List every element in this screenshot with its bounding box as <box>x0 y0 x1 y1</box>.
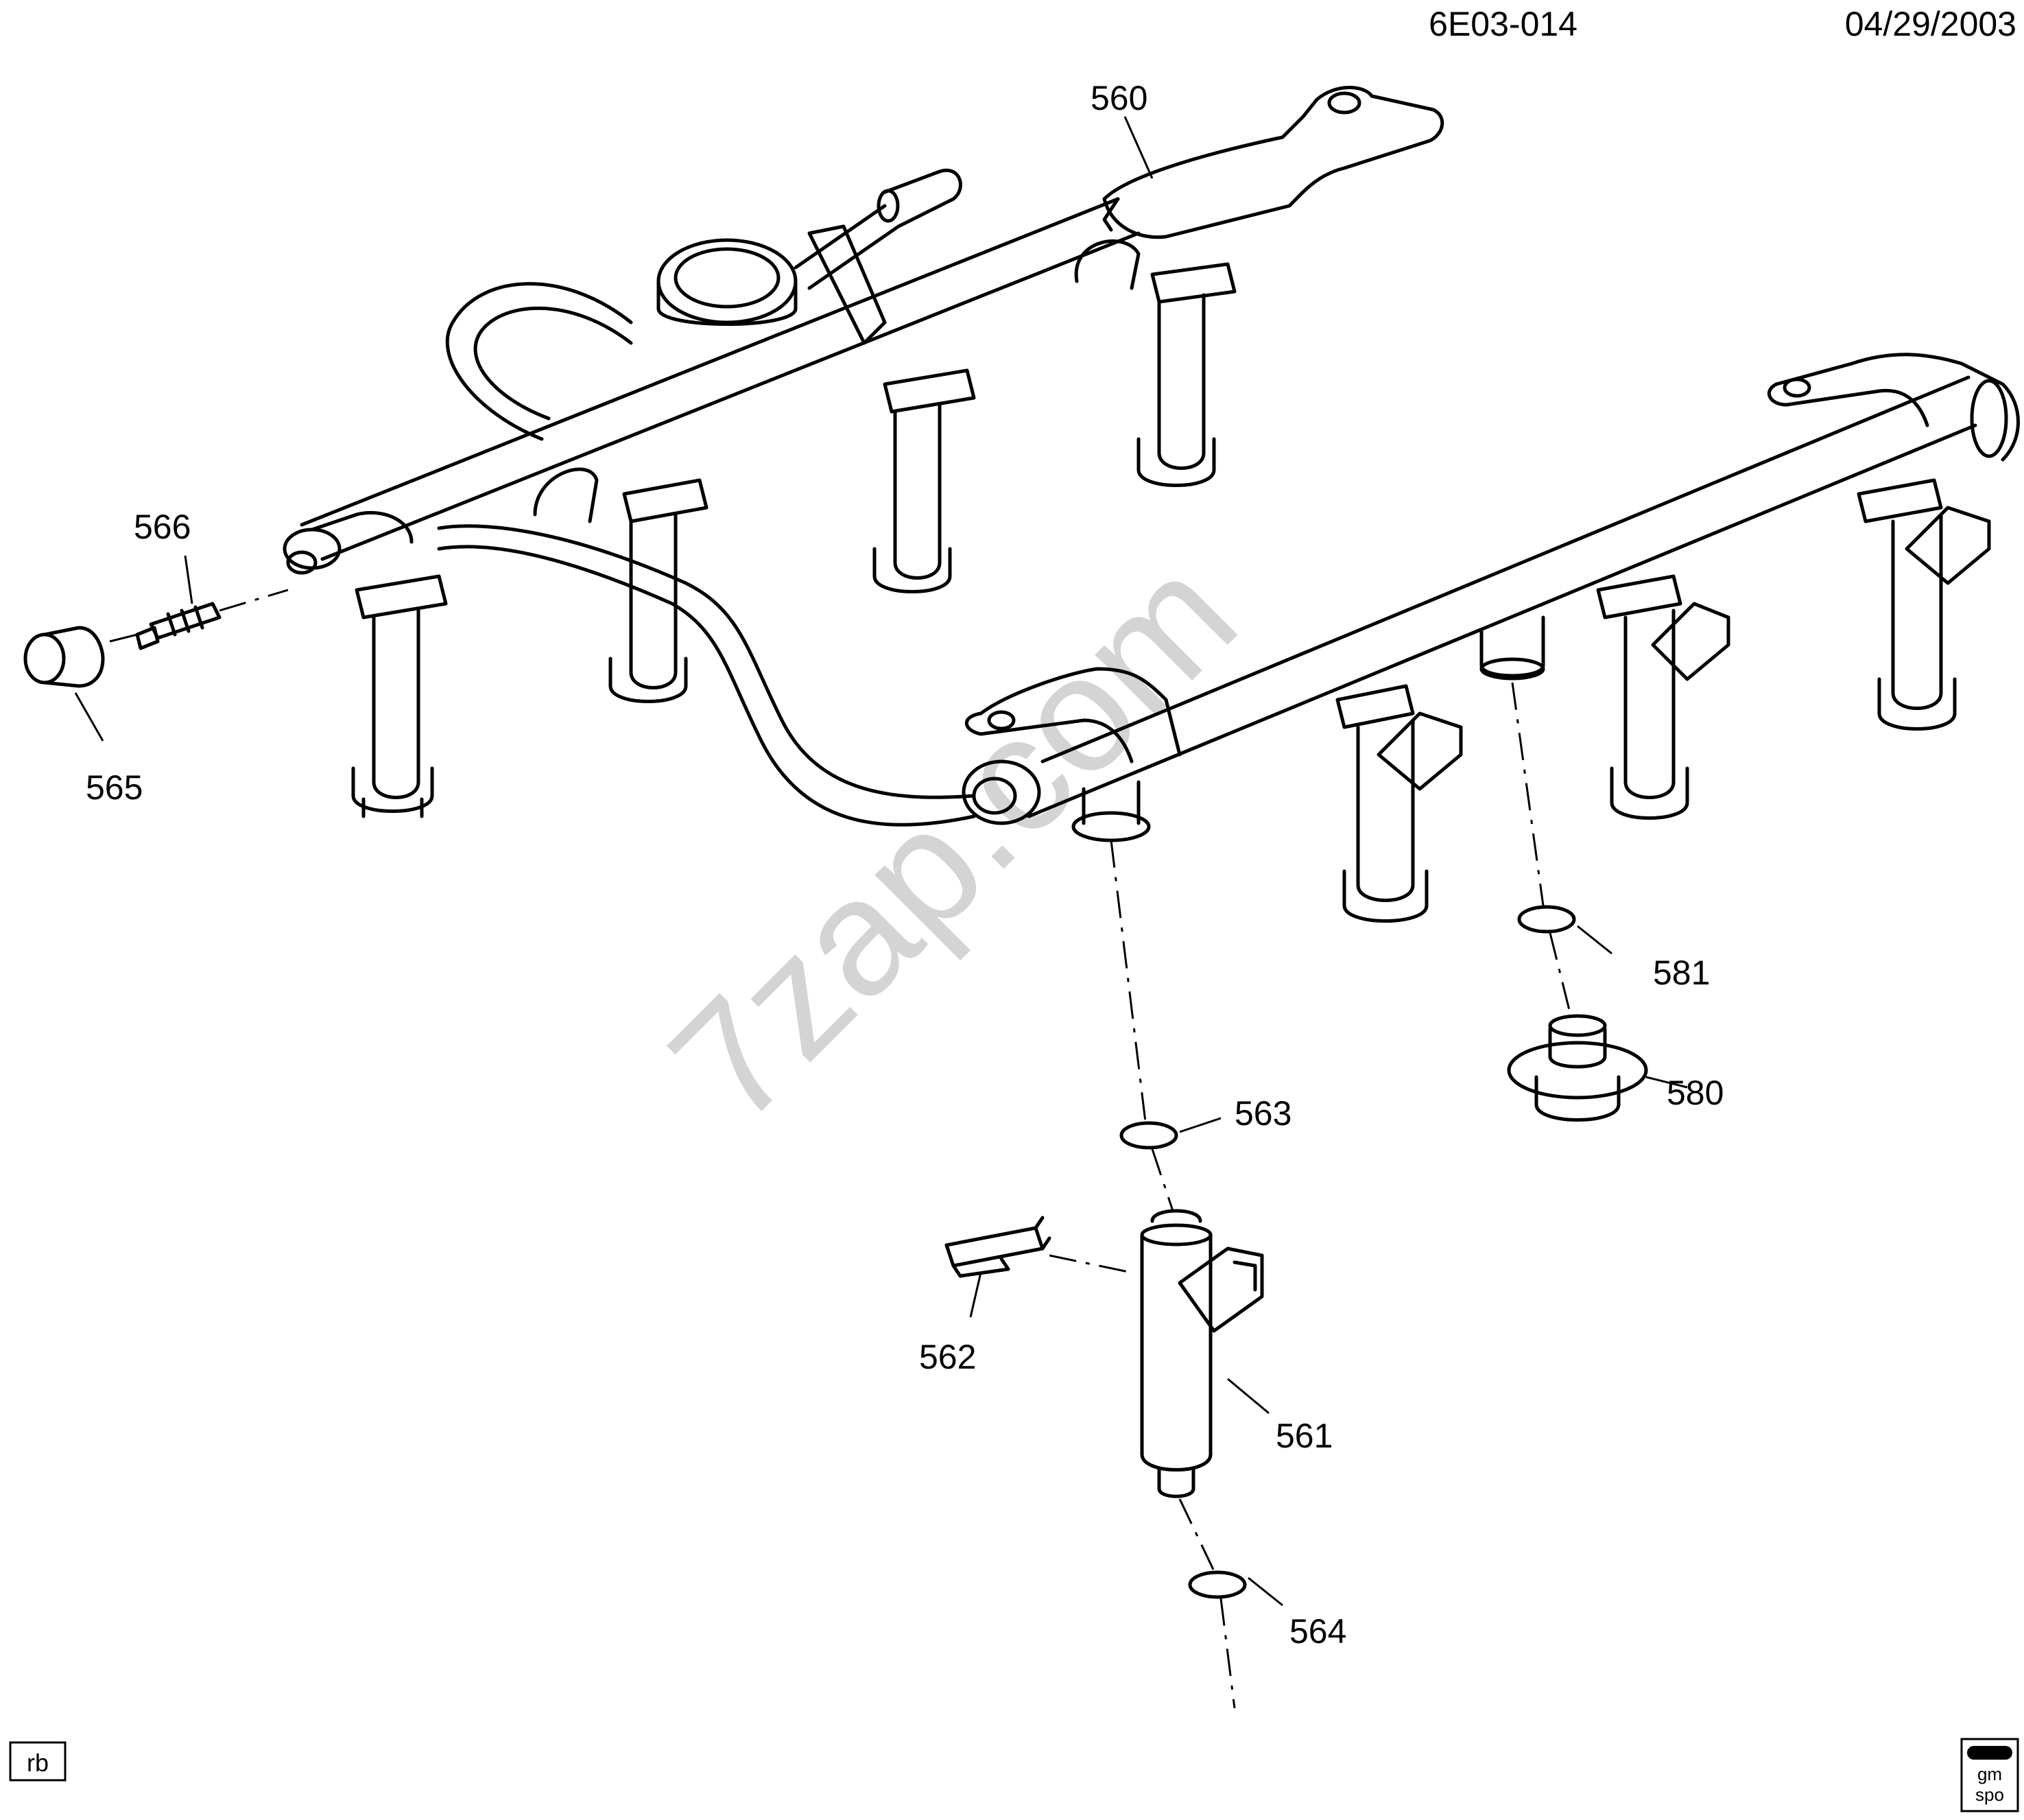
front-injector-2 <box>1596 574 1730 820</box>
rear-injector-1 <box>351 574 448 818</box>
callout-563: 563 <box>1235 1094 1291 1133</box>
front-injector-1 <box>1335 684 1463 923</box>
logo-line-2: spo <box>1975 1784 2004 1805</box>
callout-561: 561 <box>1276 1417 1333 1455</box>
front-injector-3 <box>1857 478 1991 731</box>
diagram-header: 6E03-014 04/29/2003 <box>1429 5 2016 43</box>
callout-566: 566 <box>134 508 191 546</box>
valve-566 <box>135 602 222 650</box>
alignment-lines <box>109 589 1572 1709</box>
rear-fuel-rail <box>283 86 1444 827</box>
gmspo-logo: gm spo <box>1960 1738 2019 1812</box>
callout-560: 560 <box>1091 79 1147 117</box>
fitting-580 <box>1507 1014 1648 1122</box>
callout-581: 581 <box>1653 954 1710 992</box>
o-ring-563 <box>1119 1121 1178 1150</box>
clip-562 <box>944 1216 1051 1278</box>
diagram-id: 6E03-014 <box>1429 5 1577 43</box>
corner-tag-text: rb <box>27 1749 49 1777</box>
leader-lines <box>74 116 1688 1607</box>
o-ring-564 <box>1188 1570 1247 1599</box>
callout-562: 562 <box>919 1338 976 1376</box>
callout-564: 564 <box>1289 1612 1346 1651</box>
callout-565: 565 <box>86 768 143 807</box>
injector-561 <box>1140 1209 1264 1498</box>
rear-injector-2 <box>608 478 709 703</box>
front-fuel-rail <box>962 353 2020 825</box>
callout-580: 580 <box>1667 1074 1724 1112</box>
o-ring-581 <box>1517 905 1576 934</box>
rear-injector-3 <box>872 368 976 593</box>
diagram-date: 04/29/2003 <box>1845 5 2016 43</box>
logo-line-1: gm <box>1977 1764 2002 1784</box>
callout-labels: 560 566 565 563 564 581 580 562 561 <box>86 79 1724 1651</box>
pressure-port-stub <box>1479 615 1545 681</box>
corner-tag: rb <box>9 1741 67 1782</box>
rear-injector-4 <box>1136 262 1237 487</box>
cap-565 <box>23 626 105 688</box>
